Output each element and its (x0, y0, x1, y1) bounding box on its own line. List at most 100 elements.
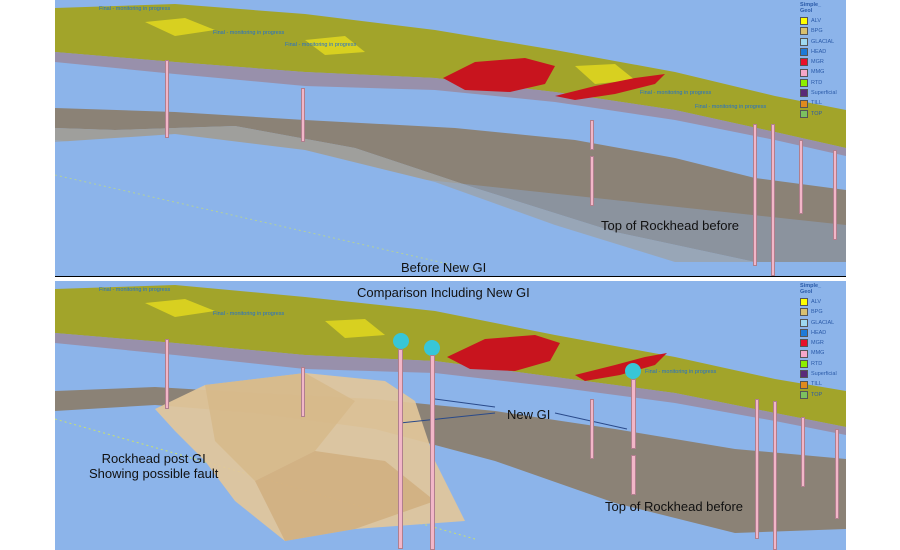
ground-underside (55, 52, 846, 156)
rockhead-surface-light (55, 126, 755, 262)
legend-label: Superficial (811, 90, 837, 97)
rockhead-surface (55, 108, 846, 262)
legend-swatch (800, 27, 808, 36)
scene-label: Final - monitoring in progress (640, 90, 712, 96)
mgr-body-secondary (575, 353, 667, 381)
caption-comparison-title: Comparison Including New GI (357, 285, 530, 300)
legend-swatch (800, 329, 808, 338)
new-gi-pointer (434, 398, 496, 408)
legend-swatch (800, 109, 808, 118)
legend-swatch (800, 359, 808, 368)
scene-label: Final - monitoring in progress (213, 30, 285, 36)
legend-label: GLACIAL (811, 38, 835, 45)
legend-label: Superficial (811, 371, 837, 378)
viewport-comparison-new-gi[interactable]: Final - monitoring in progress Final - m… (55, 281, 846, 550)
legend-label: TOP (811, 110, 823, 117)
legend-label: GLACIAL (811, 319, 835, 326)
borehole (799, 140, 803, 214)
legend-label: RTD (811, 360, 823, 367)
legend-swatch (800, 298, 808, 307)
new-gi-pointer (399, 412, 496, 424)
legend-label: TILL (811, 381, 823, 388)
legend-label: MMG (811, 350, 825, 357)
legend-item: TILL (800, 379, 844, 389)
legend-item: ALV (800, 16, 844, 26)
new-gi-borehole (631, 379, 636, 449)
legend-swatch (800, 58, 808, 67)
legend-item: MMG (800, 67, 844, 77)
caption-top-of-rockhead: Top of Rockhead before (605, 499, 744, 514)
legend-item: HEAD (800, 47, 844, 57)
legend-swatch (800, 339, 808, 348)
legend-label: ALV (811, 299, 821, 305)
legend-item: GLACIAL (800, 318, 844, 328)
geology-scene-top (55, 4, 846, 276)
legend-item: MMG (800, 348, 844, 358)
viewport-before-new-gi[interactable]: Final - monitoring in progress Final - m… (55, 0, 846, 276)
legend-swatch (800, 318, 808, 327)
caption-before-new-gi: Before New GI (401, 260, 487, 275)
legend-label: TILL (811, 100, 823, 107)
legend-label: MGR (811, 340, 824, 347)
borehole (771, 124, 775, 276)
borehole (301, 367, 305, 417)
legend-item: BPG (800, 26, 844, 36)
legend-swatch (800, 48, 808, 57)
ground-underside (55, 333, 846, 435)
borehole (301, 88, 305, 142)
legend-swatch (800, 89, 808, 98)
scene-label: Final - monitoring in progress (213, 311, 285, 317)
legend-label: BPG (811, 28, 823, 35)
scene-label: Final - monitoring in progress (645, 369, 717, 375)
borehole (590, 399, 594, 459)
legend-item: GLACIAL (800, 37, 844, 47)
legend-item: TOP (800, 390, 844, 400)
legend-item: TOP (800, 109, 844, 119)
borehole (833, 150, 837, 240)
borehole (773, 401, 777, 550)
legend-item: HEAD (800, 328, 844, 338)
caption-line: Showing possible fault (89, 466, 219, 481)
borehole (801, 417, 805, 487)
legend-label: TOP (811, 391, 823, 398)
legend-swatch (800, 37, 808, 46)
scene-label: Final - monitoring in progress (99, 6, 171, 12)
rockhead-surface (55, 387, 846, 533)
legend-title: Simple_Geol (800, 283, 822, 295)
legend-swatch (800, 370, 808, 379)
caption-rockhead-post-gi: Rockhead post GI Showing possible fault (89, 451, 218, 481)
scene-label: Final - monitoring in progress (99, 287, 171, 293)
legend-label: MGR (811, 59, 824, 66)
legend-swatch (800, 390, 808, 399)
new-gi-marker (393, 333, 409, 349)
legend-item: Superficial (800, 88, 844, 98)
scene-label: Final - monitoring in progress (695, 104, 767, 110)
legend-item: ALV (800, 297, 844, 307)
geology-scene-bottom (55, 285, 846, 541)
mgr-body-main (447, 335, 560, 371)
panel-divider (55, 276, 846, 282)
scene-label: Final - monitoring in progress (285, 42, 357, 48)
legend-label: MMG (811, 69, 825, 76)
legend-item: RTD (800, 78, 844, 88)
legend-item: MGR (800, 57, 844, 67)
legend-item: BPG (800, 307, 844, 317)
borehole (590, 156, 594, 206)
legend-swatch (800, 308, 808, 317)
reference-line (55, 174, 476, 271)
legend-swatch (800, 99, 808, 108)
legend-item: RTD (800, 359, 844, 369)
borehole (753, 124, 757, 266)
borehole (165, 339, 169, 409)
borehole (590, 120, 594, 150)
new-gi-borehole (631, 455, 636, 495)
legend-label: RTD (811, 79, 823, 86)
borehole (165, 60, 169, 138)
mgr-body-secondary (555, 74, 665, 100)
borehole (835, 429, 839, 519)
caption-new-gi: New GI (507, 407, 551, 422)
legend-item: TILL (800, 98, 844, 108)
legend-swatch (800, 349, 808, 358)
